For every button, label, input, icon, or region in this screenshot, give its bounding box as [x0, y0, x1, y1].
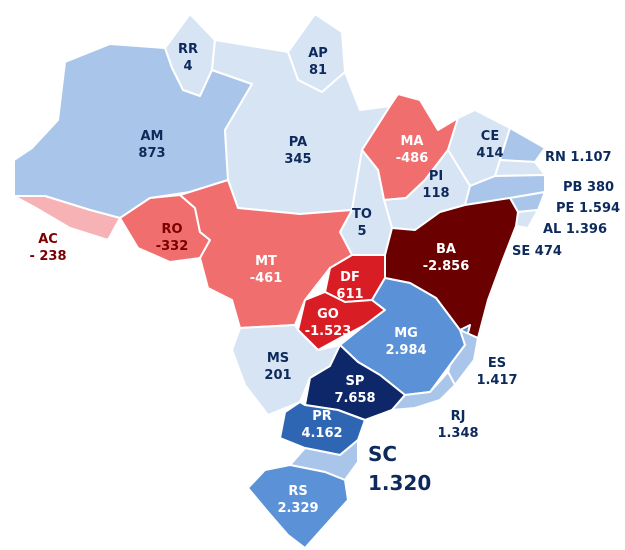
state-code: RS: [288, 484, 307, 499]
state-value: - 238: [29, 249, 66, 264]
state-label-to: TO 5: [352, 207, 372, 239]
state-label-rs: RS 2.329: [277, 484, 318, 516]
state-value: -461: [250, 271, 283, 286]
state-code: TO: [352, 207, 372, 222]
state-shape-pb[interactable]: [494, 159, 546, 177]
state-label-al: AL 1.396: [543, 222, 607, 237]
state-code: MG: [394, 326, 418, 341]
state-shape-rj[interactable]: [391, 371, 456, 411]
state-label-ma: MA -486: [396, 134, 429, 166]
state-label-df: DF 611: [336, 270, 363, 302]
state-labels: RR 4 AP 81 AM 873 PA 345 MA -486 CE 414 RN 1.1…: [29, 42, 620, 516]
state-shapes: [13, 13, 546, 549]
state-value: 380: [587, 180, 614, 195]
state-code: CE: [481, 129, 499, 144]
state-value: 7.658: [334, 391, 375, 406]
state-code: PI: [429, 169, 443, 184]
state-label-pr: PR 4.162: [301, 409, 342, 441]
state-code: AP: [308, 46, 328, 61]
state-code: BA: [436, 242, 456, 257]
state-value: 1.594: [579, 201, 620, 216]
state-shape-mt[interactable]: [179, 179, 353, 329]
state-code: MT: [255, 254, 277, 269]
state-value: 474: [535, 244, 562, 259]
state-value: 81: [309, 63, 327, 78]
state-code: SE: [512, 244, 530, 259]
state-label-ba: BA -2.856: [423, 242, 470, 274]
state-value: 873: [138, 146, 165, 161]
state-value: -1.523: [305, 324, 352, 339]
state-label-ce: CE 414: [476, 129, 503, 161]
state-label-rr: RR 4: [178, 42, 198, 74]
state-value: -486: [396, 151, 429, 166]
state-label-ms: MS 201: [264, 351, 291, 383]
state-label-es: ES 1.417: [476, 356, 517, 388]
state-label-sc: SC 1.320: [368, 442, 431, 495]
state-value: 5: [357, 224, 366, 239]
state-code: MS: [267, 351, 289, 366]
state-label-mg: MG 2.984: [385, 326, 426, 358]
state-label-go: GO -1.523: [305, 307, 352, 339]
state-code: PE: [556, 201, 574, 216]
state-label-ac: AC - 238: [29, 232, 66, 264]
state-code: SC: [368, 442, 397, 466]
state-label-se: SE 474: [512, 244, 562, 259]
state-code: RR: [178, 42, 198, 57]
state-shape-ac[interactable]: [13, 195, 121, 241]
state-value: 118: [422, 186, 449, 201]
state-label-sp: SP 7.658: [334, 374, 375, 406]
state-label-pb: PB 380: [563, 180, 614, 195]
state-code: RO: [161, 222, 182, 237]
state-shape-se[interactable]: [515, 209, 539, 229]
state-value: 1.320: [368, 471, 431, 495]
state-value: 201: [264, 368, 291, 383]
state-shape-rs[interactable]: [247, 464, 349, 549]
state-value: -2.856: [423, 259, 470, 274]
state-value: 1.107: [570, 150, 611, 165]
state-value: 4.162: [301, 426, 342, 441]
state-label-pa: PA 345: [284, 135, 311, 167]
state-code: PR: [312, 409, 332, 424]
state-label-rj: RJ 1.348: [437, 409, 478, 441]
state-code: PA: [289, 135, 307, 150]
state-value: 1.348: [437, 426, 478, 441]
state-value: 345: [284, 152, 311, 167]
state-value: 1.396: [566, 222, 607, 237]
state-code: RN: [545, 150, 566, 165]
state-label-pi: PI 118: [422, 169, 449, 201]
state-label-ap: AP 81: [308, 46, 328, 78]
state-label-mt: MT -461: [250, 254, 283, 286]
state-value: 414: [476, 146, 503, 161]
state-code: DF: [340, 270, 360, 285]
state-value: 2.329: [277, 501, 318, 516]
state-value: -332: [156, 239, 189, 254]
state-code: GO: [317, 307, 339, 322]
state-value: 1.417: [476, 373, 517, 388]
state-label-pe: PE 1.594: [556, 201, 620, 216]
state-code: AL: [543, 222, 561, 237]
state-value: 4: [183, 59, 192, 74]
state-value: 611: [336, 287, 363, 302]
state-code: AM: [141, 129, 164, 144]
state-code: ES: [488, 356, 506, 371]
state-code: PB: [563, 180, 582, 195]
state-label-ro: RO -332: [156, 222, 189, 254]
state-code: AC: [38, 232, 58, 247]
state-label-am: AM 873: [138, 129, 165, 161]
state-code: RJ: [451, 409, 466, 424]
state-code: MA: [401, 134, 424, 149]
state-label-rn: RN 1.107: [545, 150, 612, 165]
state-value: 2.984: [385, 343, 426, 358]
state-code: SP: [346, 374, 365, 389]
